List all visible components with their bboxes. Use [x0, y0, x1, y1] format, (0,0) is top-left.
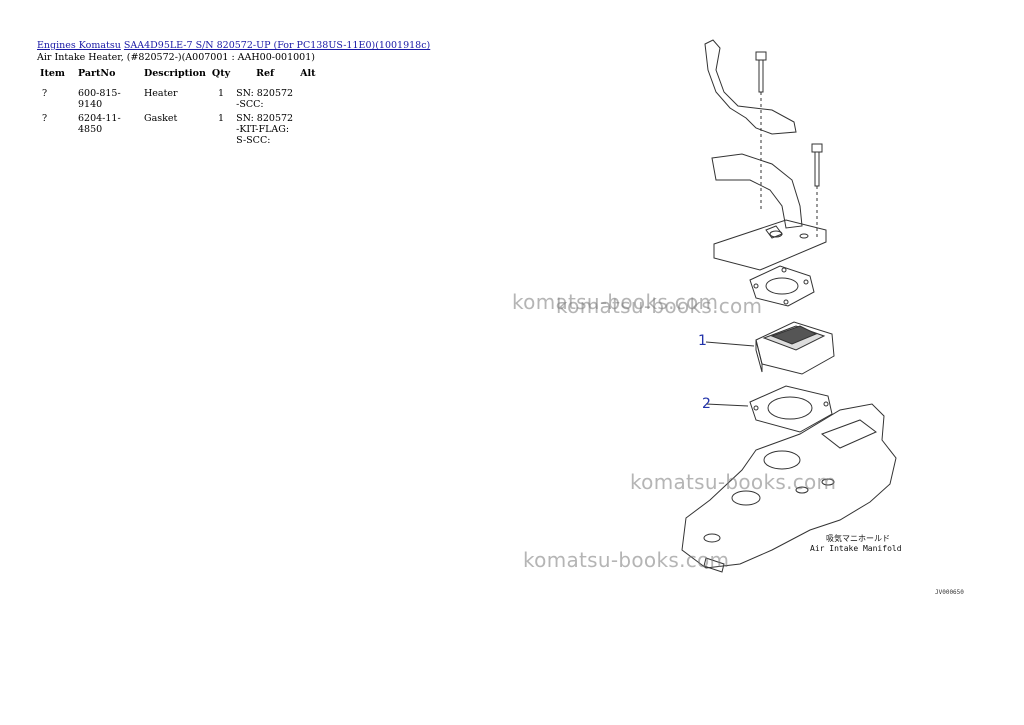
cell-alt: [297, 110, 323, 146]
callout-1: 1: [698, 333, 707, 349]
elbow-pipe: [711, 153, 803, 229]
table-row: ? 6204-11-4850 Gasket 1 SN: 820572-KIT-F…: [37, 110, 323, 146]
cell-partno: 600-815-9140: [78, 88, 121, 110]
cell-item: ?: [42, 113, 48, 124]
ref-text: SN: 820572-KIT-FLAG: S-SCC:: [236, 113, 294, 146]
cell-qty: 1: [217, 113, 225, 124]
cell-ref: SN: 820572-SCC:: [233, 85, 297, 110]
watermark-1: komatsu-books.com: [512, 290, 719, 314]
breadcrumb: Engines Komatsu SAA4D95LE-7 S/N 820572-U…: [37, 40, 430, 51]
page-subtitle: Air Intake Heater, (#820572-)(A007001 : …: [37, 52, 315, 63]
bolt-top: [755, 51, 767, 93]
header-partno: PartNo: [78, 68, 116, 79]
cell-qty: 1: [217, 88, 225, 99]
header-qty: Qty: [211, 68, 231, 79]
watermark-2: komatsu-books.com: [556, 294, 763, 318]
lower-gasket: [749, 385, 833, 433]
watermark-3: komatsu-books.com: [630, 470, 837, 494]
flange-plate: [713, 219, 827, 271]
upper-gasket: [749, 265, 815, 307]
watermark-4: komatsu-books.com: [523, 548, 730, 572]
cell-description: Gasket: [144, 113, 178, 124]
cell-alt: [297, 85, 323, 110]
cell-ref: SN: 820572-KIT-FLAG: S-SCC:: [233, 110, 297, 146]
ref-text: SN: 820572-SCC:: [236, 88, 294, 110]
bracket-arm: [704, 39, 797, 135]
air-intake-manifold: [681, 403, 897, 569]
header-ref: Ref: [256, 68, 275, 79]
breadcrumb-link-engines[interactable]: Engines Komatsu: [37, 40, 121, 51]
breadcrumb-link-model[interactable]: SAA4D95LE-7 S/N 820572-UP (For PC138US-1…: [123, 40, 431, 51]
table-row: ? 600-815-9140 Heater 1 SN: 820572-SCC:: [37, 85, 323, 110]
parts-diagram: 1 2 吸気マニホールド Air Intake Manifold JV00065…: [510, 30, 1000, 610]
header-description: Description: [144, 68, 206, 79]
drawing-code: JV000650: [935, 589, 964, 596]
header-item: Item: [40, 68, 65, 79]
manifold-label: 吸気マニホールド Air Intake Manifold: [810, 534, 902, 554]
cell-description: Heater: [144, 88, 178, 99]
manifold-label-en: Air Intake Manifold: [810, 544, 902, 553]
header-alt: Alt: [300, 68, 316, 79]
cell-item: ?: [42, 88, 48, 99]
parts-table-header-row: Item PartNo Description Qty Ref Alt: [37, 66, 323, 85]
bolt-right: [811, 143, 823, 187]
cell-partno: 6204-11-4850: [78, 113, 121, 135]
callout-2: 2: [702, 396, 711, 412]
manifold-label-jp: 吸気マニホールド: [826, 534, 890, 543]
parts-diagram-drawing: [681, 39, 897, 573]
parts-table: Item PartNo Description Qty Ref Alt ? 60…: [37, 66, 323, 146]
